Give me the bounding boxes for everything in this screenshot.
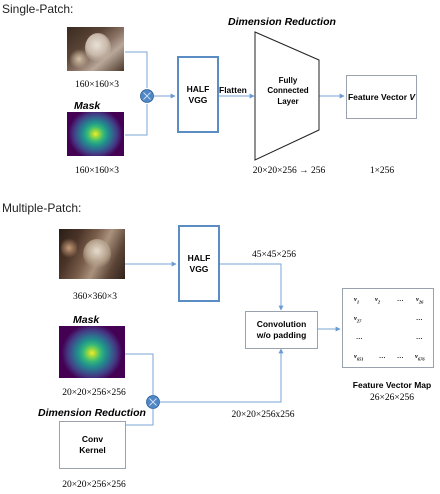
single-mask-dim: 160×160×3 [75, 166, 119, 176]
vgg-output-dim: 45×45×256 [252, 250, 296, 260]
fully-connected-trapezoid [254, 31, 320, 161]
multi-patch-heading: Multiple-Patch: [2, 201, 82, 215]
multi-mask-heatmap [59, 326, 125, 378]
kernel-dim: 20×20×256×256 [62, 480, 126, 490]
map-cell: … [416, 334, 423, 341]
vgg-label-line1: HALF [186, 83, 210, 94]
map-cell: v2 [375, 296, 381, 305]
feature-vector-label: Feature Vector [347, 91, 410, 102]
image-to-operator-line [125, 51, 148, 88]
map-cell: v1 [354, 296, 360, 305]
mask-to-operator-line [125, 104, 148, 136]
feature-vector-box: Feature Vector V [346, 75, 417, 119]
single-patch-dog-image [67, 27, 124, 71]
map-cell: … [356, 334, 363, 341]
feature-vector-map-box: v1 v2 … v26 v27 … … … v651 … … v676 [342, 288, 434, 368]
product-dim: 20×20×256x256 [231, 410, 295, 420]
multi-dimred-label: Dimension Reduction [38, 407, 146, 419]
product-to-conv-arrow [160, 348, 284, 403]
map-cell: v26 [416, 296, 424, 305]
map-cell: v651 [354, 353, 364, 362]
map-cell: v676 [415, 353, 425, 362]
map-cell: … [397, 353, 404, 360]
map-cell: … [379, 353, 386, 360]
mask-to-product-line [125, 353, 154, 395]
vgg-to-conv-arrow [220, 263, 284, 311]
vgg-label-line2: VGG [188, 94, 208, 105]
map-cell: … [397, 296, 404, 303]
multi-mask-dim: 20×20×256×256 [62, 388, 126, 398]
single-mask-label: Mask [74, 100, 101, 112]
feature-vector-dim: 1×256 [369, 166, 395, 176]
single-patch-heading: Single-Patch: [2, 2, 74, 16]
multi-patch-scene-image [59, 229, 125, 279]
feature-vector-var: V [409, 91, 416, 102]
single-image-dim: 160×160×3 [75, 80, 119, 90]
map-cell: v27 [354, 315, 362, 324]
multi-mask-label: Mask [73, 314, 100, 326]
multi-image-dim: 360×360×3 [73, 292, 117, 302]
flatten-label: Flatten [219, 85, 247, 95]
single-mask-heatmap [67, 112, 124, 156]
feature-map-label: Feature Vector Map [352, 380, 432, 390]
fc-dim: 20×20×256 → 256 [252, 166, 326, 176]
kernel-to-product-line [125, 409, 154, 426]
map-cell: … [416, 315, 423, 322]
single-dimred-label: Dimension Reduction [228, 16, 336, 28]
feature-map-dim: 26×26×256 [370, 393, 414, 403]
